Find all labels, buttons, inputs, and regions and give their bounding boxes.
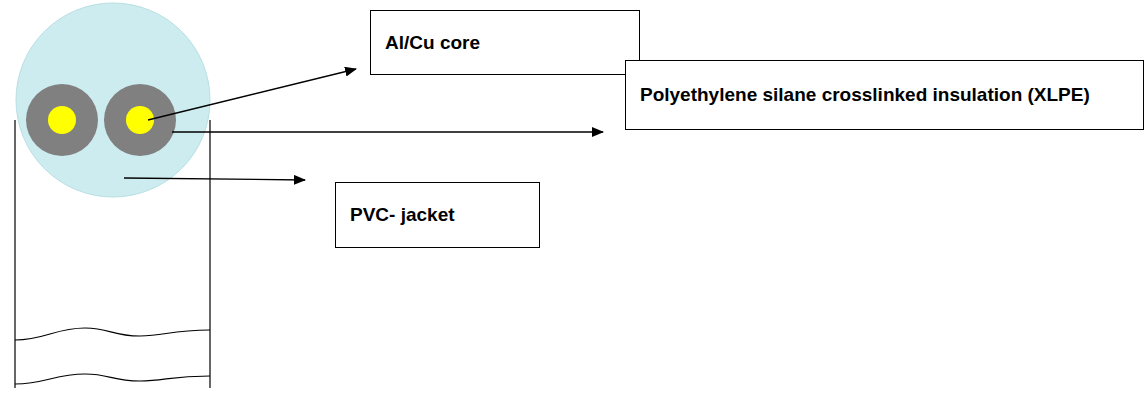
cable-edge <box>14 120 15 388</box>
insulation <box>26 84 98 156</box>
leader-arrow <box>148 69 356 120</box>
label-text: PVC- jacket <box>350 201 525 229</box>
label-box: Al/Cu core <box>370 10 640 75</box>
leader-arrow <box>124 178 305 180</box>
cut-line <box>15 374 210 384</box>
cable-edge <box>209 120 210 388</box>
conductor-core <box>48 106 76 134</box>
label-text: Al/Cu core <box>385 29 625 57</box>
label-box: PVC- jacket <box>335 182 540 248</box>
label-box: Polyethylene silane crosslinked insulati… <box>625 60 1144 130</box>
cable-cross-section <box>16 3 210 197</box>
cut-line <box>15 328 210 340</box>
insulation <box>104 84 176 156</box>
leader-arrow <box>172 131 603 132</box>
label-text: Polyethylene silane crosslinked insulati… <box>640 81 1129 109</box>
